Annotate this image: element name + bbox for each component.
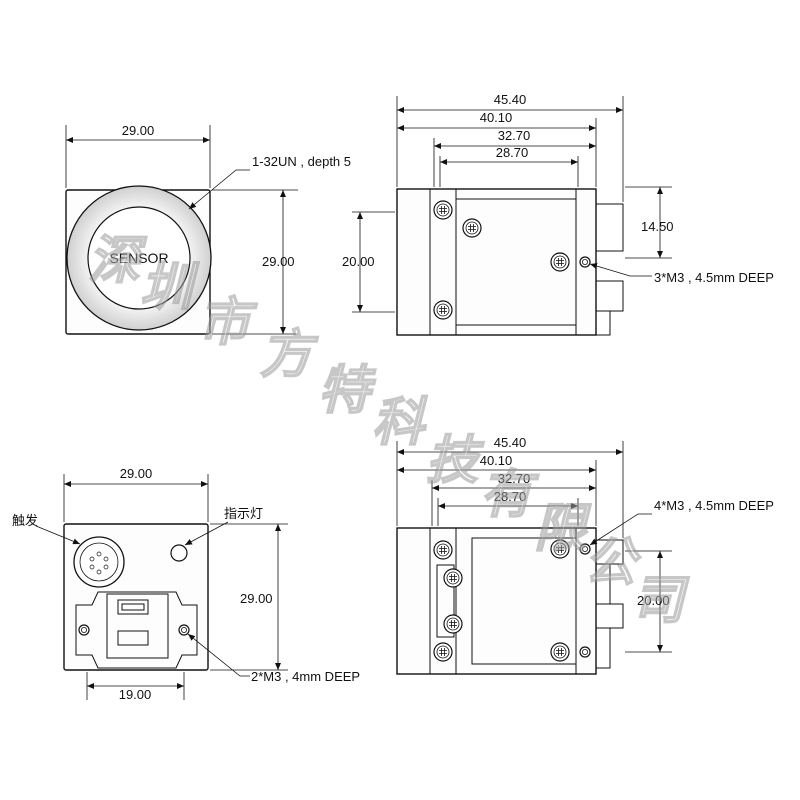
watermark-char: 圳: [140, 257, 200, 318]
front-height-dim: 29.00: [262, 254, 295, 269]
watermark-char: 深: [88, 230, 148, 291]
trigger-label: 触发: [12, 513, 38, 528]
usb-port: [106, 593, 169, 659]
front-view: SENSOR 29.00 29.00 1-32UN , depth 5: [65, 123, 351, 335]
hole-spacing-dim: 19.00: [119, 687, 152, 702]
watermark-char: 司: [632, 570, 690, 631]
side2-height-dim: 20.00: [637, 593, 670, 608]
watermark-char: 方: [260, 324, 319, 385]
watermark-char: 技: [426, 430, 485, 491]
sensor-label: SENSOR: [109, 250, 168, 266]
thread-note: 1-32UN , depth 5: [252, 154, 351, 169]
watermark: 深 圳 市 方 特 科 技 有 限 公 司: [87, 229, 691, 632]
side-view-bottom: 45.40 40.10 32.70 28.70 20.00 4*M3 , 4.5…: [396, 435, 774, 675]
watermark-char: 市: [198, 292, 258, 353]
usb-flange: [75, 591, 198, 669]
watermark-char: 限: [534, 498, 592, 559]
side-view-top: 45.40 40.10 32.70 28.70 20.00 14.50 3*M3…: [342, 92, 774, 336]
side2-plate-length: 32.70: [498, 471, 531, 486]
back-height-dim: 29.00: [240, 591, 273, 606]
side-body-length: 40.10: [480, 110, 513, 125]
watermark-char: 科: [372, 392, 428, 453]
indicator-light: [170, 544, 188, 562]
side2-hole-note: 4*M3 , 4.5mm DEEP: [654, 498, 774, 513]
side-inner-length: 28.70: [496, 145, 529, 160]
indicator-label: 指示灯: [224, 506, 263, 521]
back-hole-note: 2*M3 , 4mm DEEP: [251, 669, 360, 684]
side2-inner-length: 28.70: [494, 489, 527, 504]
side-overall-length: 45.40: [494, 92, 527, 107]
watermark-char: 公: [584, 532, 642, 593]
side2-overall-length: 45.40: [494, 435, 527, 450]
connector-height-dim: 14.50: [641, 219, 674, 234]
back-width-dim: 29.00: [120, 466, 153, 481]
front-width-dim: 29.00: [122, 123, 155, 138]
side-height-dim: 20.00: [342, 254, 375, 269]
lens-mount-inner: [87, 206, 191, 310]
side-plate-length: 32.70: [498, 128, 531, 143]
side2-body-length: 40.10: [480, 453, 513, 468]
watermark-char: 特: [318, 360, 376, 421]
side-hole-note: 3*M3 , 4.5mm DEEP: [654, 270, 774, 285]
watermark-char: 有: [480, 464, 540, 525]
thread-leader: [188, 169, 250, 210]
back-view: 29.00 29.00 19.00 触发 指示灯 2*M3 , 4mm DEEP: [12, 466, 360, 702]
connector: [595, 203, 624, 252]
